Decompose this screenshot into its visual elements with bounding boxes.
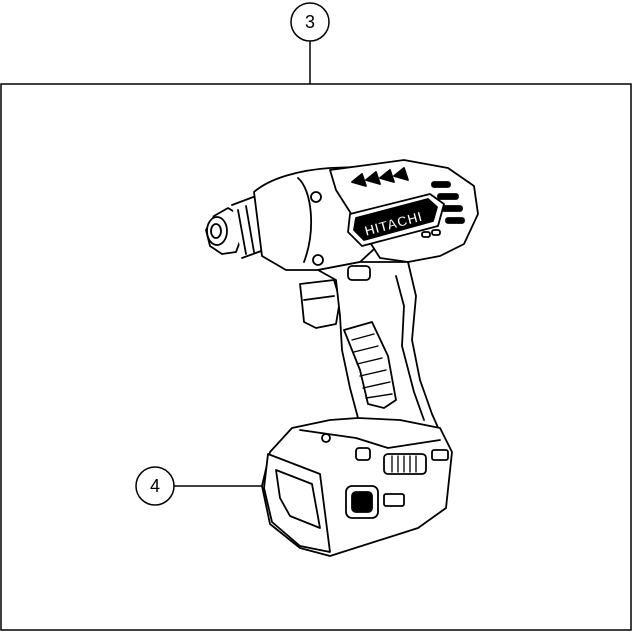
screw-bottom — [312, 254, 324, 266]
callout-4-label: 4 — [150, 476, 160, 496]
trigger — [299, 279, 341, 329]
assembly-frame — [0, 83, 632, 631]
battery-latch — [383, 453, 427, 475]
rear-vents — [431, 181, 465, 224]
led-buttons — [421, 229, 441, 238]
battery-pack — [261, 417, 453, 557]
screw-top — [310, 191, 322, 203]
vent-ridges — [351, 167, 409, 187]
callout-3-circle — [290, 2, 330, 42]
callout-3-label: 3 — [305, 12, 315, 32]
grip-lines — [351, 333, 393, 399]
callout-4[interactable]: 4 — [135, 466, 262, 506]
callout-4-circle — [135, 466, 175, 506]
chuck — [205, 195, 265, 259]
callout-3[interactable]: 3 — [290, 2, 330, 84]
impact-driver: HITACHI — [205, 159, 479, 557]
direction-switch — [347, 265, 371, 281]
